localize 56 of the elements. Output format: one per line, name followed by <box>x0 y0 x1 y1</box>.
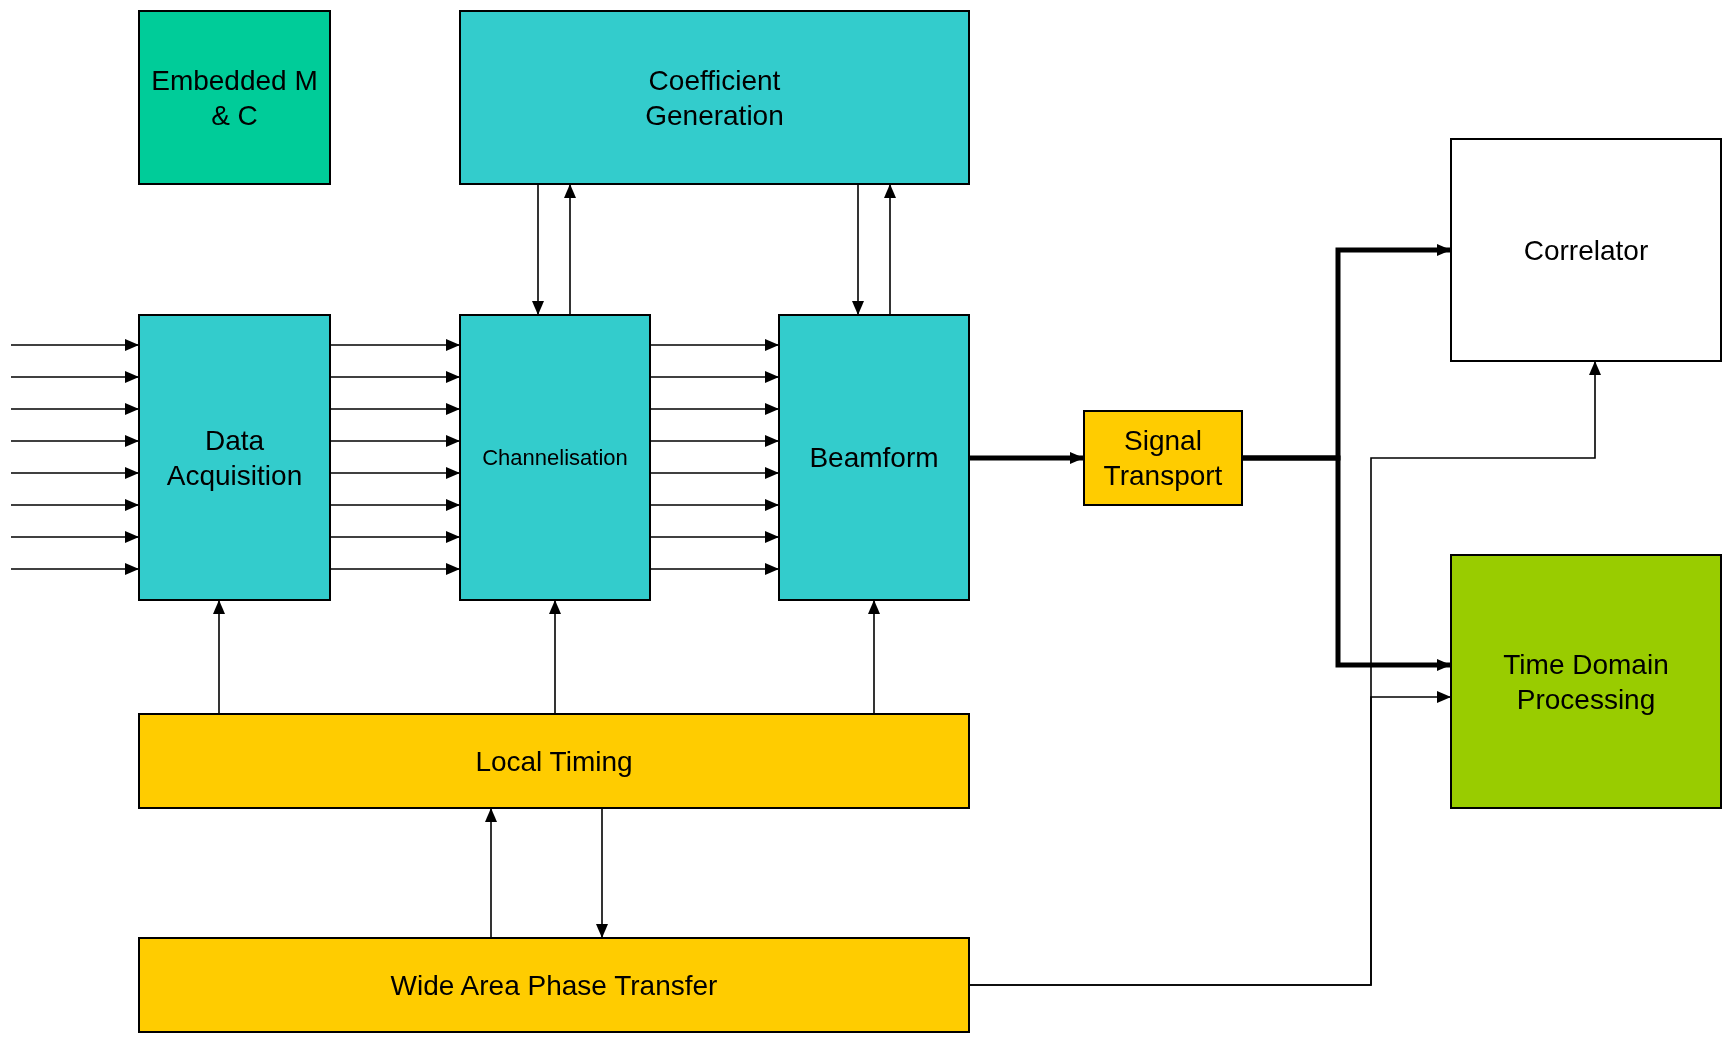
arrow <box>650 467 779 479</box>
process-bar <box>138 713 970 809</box>
node-label: Data Acquisition <box>165 423 304 493</box>
arrow <box>485 808 497 938</box>
arrow <box>10 563 139 575</box>
arrow <box>10 435 139 447</box>
process-box <box>778 314 970 601</box>
arrow <box>10 403 139 415</box>
arrow <box>852 184 864 315</box>
arrow <box>532 184 544 315</box>
arrow <box>330 403 460 415</box>
arrow <box>650 339 779 351</box>
arrow <box>596 808 608 938</box>
arrow <box>10 499 139 511</box>
node-label: Wide Area Phase Transfer <box>389 968 719 1003</box>
process-box <box>1450 138 1722 362</box>
process-box <box>459 314 651 601</box>
node-label: Coefficient Generation <box>644 63 785 133</box>
node-label: Beamform <box>808 441 940 475</box>
process-box <box>1450 554 1722 809</box>
node-label: Embedded M & C <box>150 63 319 133</box>
arrow <box>330 499 460 511</box>
arrow <box>868 600 880 714</box>
arrow <box>10 467 139 479</box>
arrow <box>330 371 460 383</box>
arrow <box>10 339 139 351</box>
node-label: Correlator <box>1522 233 1650 268</box>
arrow <box>650 435 779 447</box>
node-label: Signal Transport <box>1102 424 1224 493</box>
node-label: Channelisation <box>481 443 629 472</box>
node-label: Local Timing <box>474 744 634 779</box>
process-box <box>459 10 970 185</box>
arrow <box>650 499 779 511</box>
arrow <box>549 600 561 714</box>
arrow <box>330 435 460 447</box>
process-box <box>1083 410 1243 506</box>
arrow <box>650 531 779 543</box>
process-box <box>138 10 331 185</box>
arrow <box>650 563 779 575</box>
arrow <box>970 452 1084 464</box>
process-box <box>138 314 331 601</box>
arrow <box>10 531 139 543</box>
node-label: Time Domain Processing <box>1502 647 1670 717</box>
arrow <box>650 403 779 415</box>
arrow <box>1243 455 1451 671</box>
arrow <box>969 691 1451 986</box>
arrow <box>330 531 460 543</box>
arrow <box>10 371 139 383</box>
arrow <box>330 563 460 575</box>
arrow <box>330 467 460 479</box>
arrow <box>330 339 460 351</box>
arrow <box>213 600 225 714</box>
arrow <box>650 371 779 383</box>
arrow <box>884 184 896 315</box>
arrow <box>564 184 576 315</box>
process-bar <box>138 937 970 1033</box>
